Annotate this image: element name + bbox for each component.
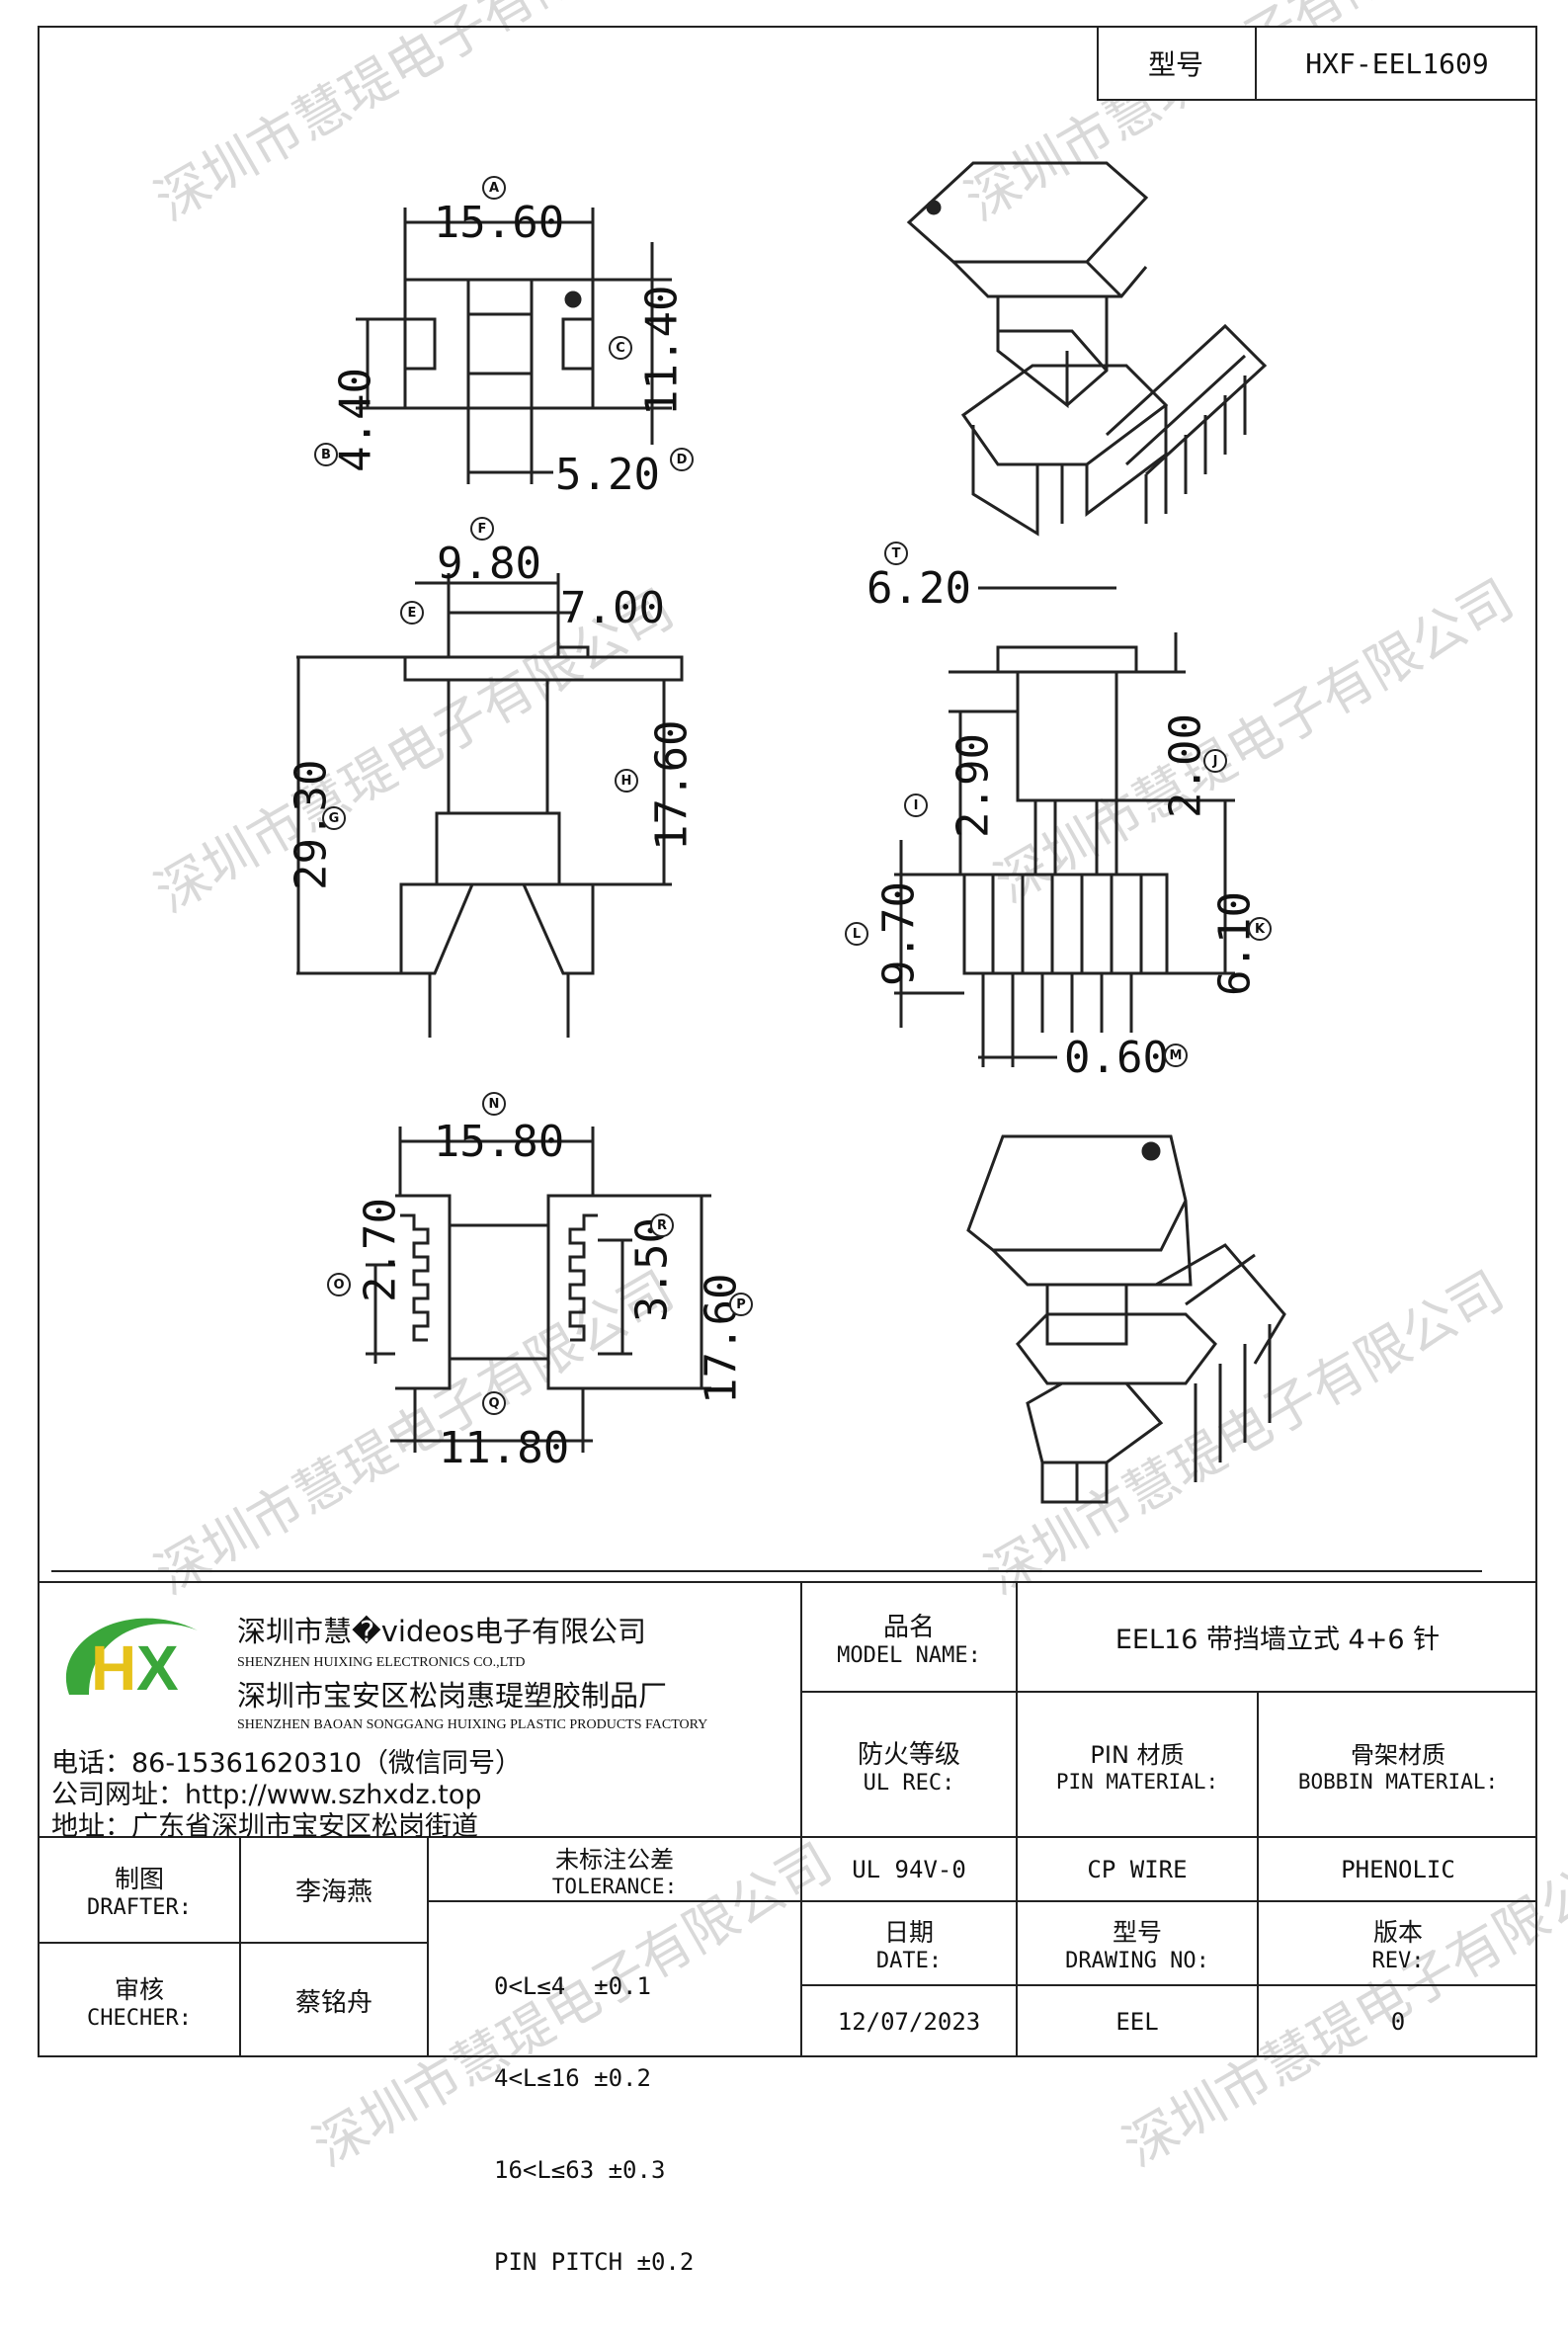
company-website: 公司网址：http://www.szhxdz.top: [51, 1780, 482, 1810]
marker-m: M: [1164, 1044, 1188, 1067]
bottom-view: [366, 1127, 711, 1453]
marker-c: C: [609, 336, 632, 360]
ul-value: UL 94V-0: [852, 1855, 966, 1883]
model-value: HXF-EEL1609: [1305, 46, 1489, 80]
company-phone: 电话：86-15361620310（微信同号）: [51, 1748, 523, 1779]
marker-q: Q: [482, 1391, 506, 1415]
company-name-en: SHENZHEN HUIXING ELECTRONICS CO.,LTD: [237, 1655, 526, 1670]
dim-L: 9.70: [873, 881, 925, 986]
drawing-no-label: 型号 DRAWING NO:: [1065, 1918, 1209, 1973]
checker-value: 蔡铭舟: [294, 1988, 372, 2018]
dim-H: 17.60: [646, 719, 698, 852]
marker-i: I: [904, 794, 928, 817]
marker-h: H: [615, 769, 638, 793]
marker-d: D: [670, 448, 694, 471]
model-label: 型号: [1147, 48, 1203, 81]
model-name-value: EEL16 带挡墙立式 4+6 针: [1114, 1625, 1441, 1655]
dim-Q: 11.80: [438, 1422, 570, 1473]
marker-f: F: [470, 517, 494, 541]
drafter-value: 李海燕: [294, 1878, 372, 1907]
model-name-label: 品名 MODEL NAME:: [837, 1612, 981, 1668]
marker-j: J: [1203, 749, 1227, 773]
marker-e: E: [400, 601, 424, 625]
drawing-no-value: EEL: [1115, 2008, 1159, 2036]
tolerance-label: 未标注公差 TOLERANCE:: [551, 1846, 678, 1898]
top-view: [356, 208, 672, 484]
marker-p: P: [729, 1293, 753, 1316]
company-logo: H X: [65, 1618, 198, 1704]
dim-C: 11.40: [636, 285, 688, 417]
marker-l: L: [845, 922, 868, 946]
factory-name-cn: 深圳市宝安区松岗惠瑅塑胶制品厂: [237, 1679, 668, 1712]
pin-material-label: PIN 材质 PIN MATERIAL:: [1055, 1741, 1219, 1794]
front-view: [296, 573, 684, 1038]
marker-a: A: [482, 176, 506, 200]
marker-o: O: [327, 1273, 351, 1296]
dim-P: 17.60: [696, 1273, 747, 1405]
dim-O: 2.70: [355, 1198, 406, 1302]
dim-K: 6.10: [1209, 891, 1261, 996]
dim-B: 4.40: [330, 368, 381, 472]
marker-t: T: [884, 542, 908, 565]
model-box: [1097, 26, 1537, 101]
company-name-cn: 深圳市慧�videos电子有限公司: [237, 1615, 647, 1648]
factory-name-en: SHENZHEN BAOAN SONGGANG HUIXING PLASTIC …: [237, 1717, 708, 1732]
checker-label: 审核 CHECHER:: [87, 1975, 192, 2031]
dim-D: 5.20: [555, 449, 660, 500]
dim-F: 9.80: [437, 538, 541, 589]
pin-material-value: CP WIRE: [1087, 1855, 1188, 1883]
drafter-label: 制图 DRAFTER:: [87, 1865, 192, 1920]
technical-drawing: [51, 161, 1482, 1572]
marker-b: B: [314, 443, 338, 466]
tolerance-values: 0<L≤4 ±0.1 4<L≤16 ±0.2 16<L≤63 ±0.3 PIN …: [494, 1972, 695, 2276]
bobbin-material-label: 骨架材质 BOBBIN MATERIAL:: [1297, 1741, 1499, 1794]
dim-E: 7.00: [560, 582, 665, 633]
side-view: [894, 586, 1235, 1067]
iso-view-top: [906, 161, 1268, 537]
dim-T: 6.20: [867, 562, 971, 614]
company-address: 地址：广东省深圳市宝安区松岗街道: [51, 1811, 478, 1842]
marker-g: G: [322, 806, 346, 830]
ul-label: 防火等级 UL REC:: [857, 1739, 960, 1796]
rev-label: 版本 REV:: [1371, 1918, 1425, 1973]
bobbin-material-value: PHENOLIC: [1341, 1855, 1455, 1883]
dim-I: 2.90: [948, 733, 999, 838]
svg-text:H: H: [91, 1632, 136, 1704]
rev-value: 0: [1390, 2008, 1406, 2036]
marker-n: N: [482, 1092, 506, 1116]
dim-N: 15.80: [433, 1116, 565, 1167]
date-label: 日期 DATE:: [875, 1918, 943, 1973]
iso-view-bottom: [966, 1134, 1286, 1504]
drawing-frame: [38, 26, 1537, 2057]
marker-k: K: [1248, 917, 1272, 941]
svg-text:X: X: [136, 1632, 179, 1704]
dim-A: 15.60: [433, 197, 565, 248]
marker-r: R: [650, 1213, 674, 1237]
date-value: 12/07/2023: [837, 2008, 981, 2036]
dim-M: 0.60: [1064, 1032, 1169, 1083]
